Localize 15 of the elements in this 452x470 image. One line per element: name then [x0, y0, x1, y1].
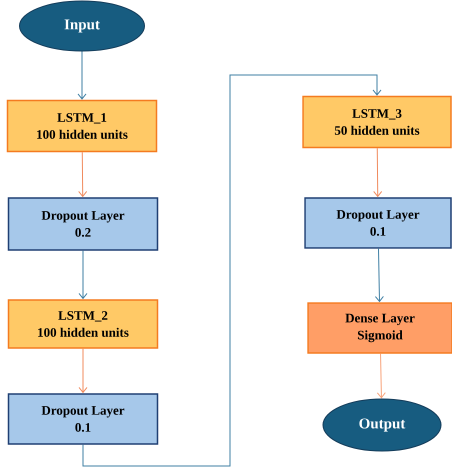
arrow — [78, 348, 88, 394]
arrow — [374, 248, 384, 302]
dense-box: Dense Layer Sigmoid — [307, 302, 452, 354]
arrow — [373, 148, 382, 198]
arrow — [82, 74, 382, 466]
dropout-box: Dropout Layer 0.1 — [304, 197, 452, 249]
dropout-box: Dropout Layer 0.1 — [8, 393, 158, 445]
arrow — [78, 51, 86, 100]
dropout-box: Dropout Layer 0.2 — [8, 197, 158, 251]
arrow — [78, 250, 88, 300]
arrow — [376, 353, 386, 398]
lstm-box: LSTM_1 100 hidden units — [6, 100, 158, 152]
lstm-box: LSTM_3 50 hidden units — [302, 96, 452, 148]
lstm-box: LSTM_2 100 hidden units — [8, 299, 158, 349]
arrow — [78, 152, 88, 198]
